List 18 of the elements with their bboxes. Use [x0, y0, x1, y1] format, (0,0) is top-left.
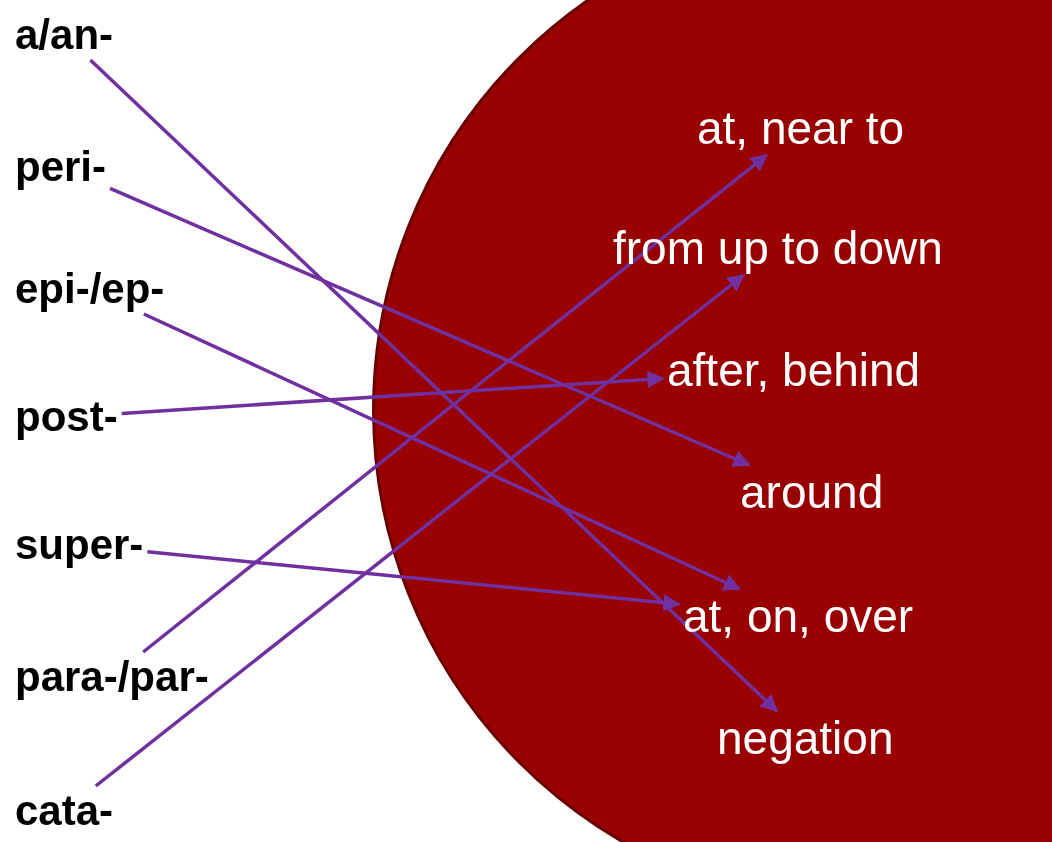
prefix-label: para-/par-: [15, 656, 209, 698]
prefix-label: cata-: [15, 790, 114, 832]
arrow: [94, 273, 746, 788]
meaning-label: at, on, over: [683, 593, 914, 639]
arrow: [109, 186, 751, 467]
prefix-label: epi-/ep-: [15, 268, 165, 310]
meaning-label: around: [740, 469, 884, 515]
arrow: [147, 550, 681, 612]
prefix-label: a/an-: [15, 14, 114, 56]
prefix-label: super-: [15, 524, 144, 566]
meaning-label: after, behind: [667, 347, 921, 393]
prefix-label: post-: [15, 396, 118, 438]
arrow: [143, 312, 742, 591]
prefix-label: peri-: [15, 146, 106, 188]
arrow: [142, 153, 769, 654]
meaning-label: at, near to: [697, 105, 905, 151]
arrow: [89, 58, 779, 713]
arrow: [121, 370, 665, 416]
